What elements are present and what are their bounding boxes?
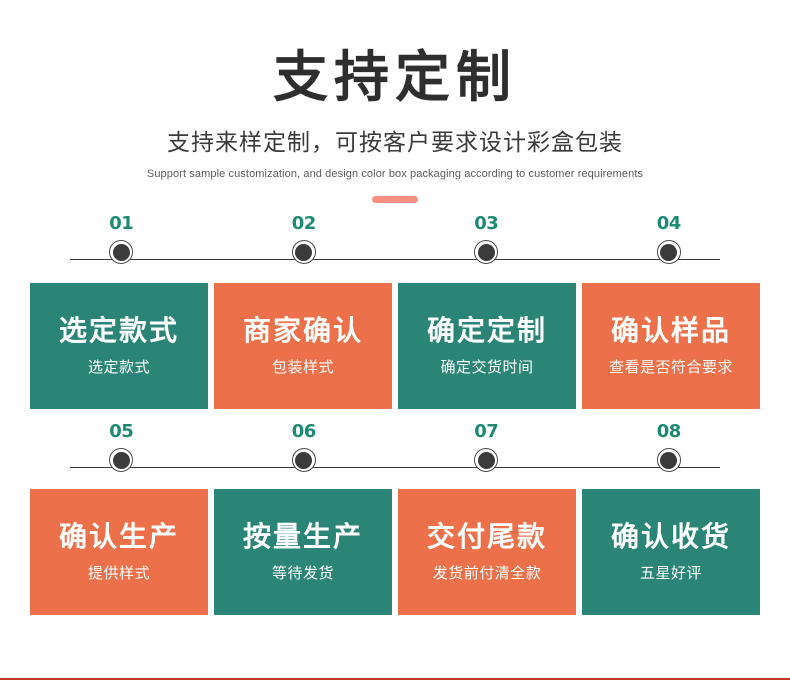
process-card-title: 确定定制 <box>426 314 547 348</box>
timeline-number-label: 02 <box>291 213 317 235</box>
process-card[interactable]: 确认生产提供样式 <box>30 489 208 616</box>
process-card[interactable]: 选定款式选定款式 <box>30 283 208 410</box>
timeline-dot-core-icon <box>295 451 313 469</box>
process-card[interactable]: 确定定制确定交货时间 <box>398 283 576 410</box>
timeline-number-label: 01 <box>109 213 134 235</box>
process-card-subtitle: 五星好评 <box>639 564 702 583</box>
timeline-dot-icon <box>474 448 499 473</box>
timeline-node-01[interactable]: 01 <box>30 213 213 265</box>
process-card[interactable]: 确认收货五星好评 <box>582 489 760 616</box>
process-card-subtitle: 选定款式 <box>87 358 150 377</box>
timeline-node-07[interactable]: 07 <box>395 421 578 473</box>
timeline-number-label: 07 <box>474 421 499 443</box>
timeline-node-02[interactable]: 02 <box>213 213 396 265</box>
process-card-title: 确认收货 <box>610 520 731 554</box>
timeline-node-06[interactable]: 06 <box>213 421 396 473</box>
timeline-row-1: 01 02 03 04 <box>30 215 760 271</box>
timeline-dot-icon <box>656 240 681 265</box>
subtitle-chinese: 支持来样定制，可按客户要求设计彩盒包装 <box>167 130 623 157</box>
timeline-node-05[interactable]: 05 <box>30 421 213 473</box>
process-card[interactable]: 商家确认包装样式 <box>214 283 392 410</box>
timeline-dot-icon <box>656 448 681 473</box>
timeline-number-label: 06 <box>291 421 317 443</box>
timeline-dot-icon <box>109 448 134 473</box>
process-card-subtitle: 发货前付清全款 <box>432 564 542 583</box>
timeline-node-08[interactable]: 08 <box>578 421 761 473</box>
process-card[interactable]: 交付尾款发货前付清全款 <box>398 489 576 616</box>
process-card-row-2: 确认生产提供样式按量生产等待发货交付尾款发货前付清全款确认收货五星好评 <box>30 489 760 616</box>
process-card-title: 选定款式 <box>58 314 179 348</box>
timeline-dot-icon <box>474 240 499 265</box>
timeline-number-label: 08 <box>656 421 682 443</box>
timeline-number-label: 04 <box>656 213 682 235</box>
process-card-row-1: 选定款式选定款式商家确认包装样式确定定制确定交货时间确认样品查看是否符合要求 <box>30 283 760 410</box>
timeline-dot-core-icon <box>112 243 130 261</box>
accent-divider-wrap <box>0 196 790 204</box>
timeline-dot-icon <box>109 240 134 265</box>
timeline-dot-icon <box>291 448 316 473</box>
process-card-title: 确认样品 <box>610 314 731 348</box>
timeline-node-03[interactable]: 03 <box>395 213 578 265</box>
process-card-subtitle: 包装样式 <box>271 358 334 377</box>
timeline-number-label: 05 <box>109 421 134 443</box>
timeline-node-04[interactable]: 04 <box>578 213 761 265</box>
header-section: 支持定制 支持来样定制，可按客户要求设计彩盒包装 Support sample … <box>0 0 790 204</box>
timeline-nodes-1: 01 02 03 04 <box>30 213 761 265</box>
timeline-dot-core-icon <box>477 451 495 469</box>
process-card[interactable]: 确认样品查看是否符合要求 <box>582 283 760 410</box>
timeline-row-2: 05 06 07 08 <box>30 423 760 479</box>
timeline-line-1 <box>70 259 720 261</box>
page-title: 支持定制 <box>272 45 517 109</box>
timeline-number-label: 03 <box>474 213 499 235</box>
timeline-dot-core-icon <box>477 243 495 261</box>
process-card-title: 交付尾款 <box>426 520 547 554</box>
timeline-dot-core-icon <box>112 451 130 469</box>
process-card-subtitle: 确定交货时间 <box>440 358 534 377</box>
subtitle-english: Support sample customization, and design… <box>146 168 644 181</box>
process-card-title: 确认生产 <box>58 520 179 554</box>
process-card-title: 按量生产 <box>242 520 363 554</box>
timeline-dot-core-icon <box>295 243 313 261</box>
process-card-subtitle: 等待发货 <box>271 564 334 583</box>
timeline-dot-icon <box>291 240 316 265</box>
accent-divider-bar <box>372 196 418 204</box>
process-card[interactable]: 按量生产等待发货 <box>214 489 392 616</box>
process-card-title: 商家确认 <box>242 314 363 348</box>
timeline-dot-core-icon <box>660 451 678 469</box>
timeline-nodes-2: 05 06 07 08 <box>30 421 761 473</box>
process-card-subtitle: 查看是否符合要求 <box>608 358 733 377</box>
process-card-subtitle: 提供样式 <box>87 564 150 583</box>
timeline-line-2 <box>70 467 720 469</box>
timeline-dot-core-icon <box>660 243 678 261</box>
bottom-rule <box>0 678 790 680</box>
